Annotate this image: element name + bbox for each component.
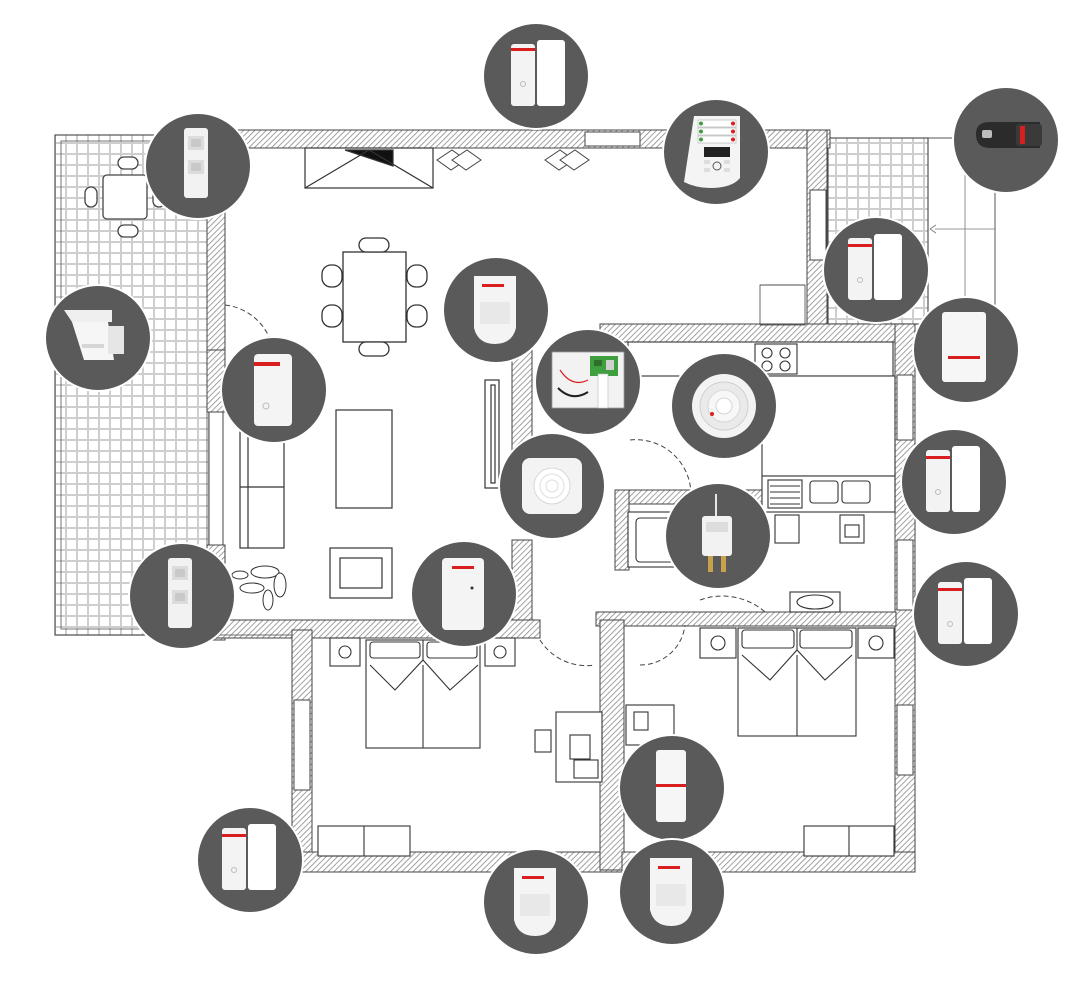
curtain-detector-icon — [184, 128, 208, 198]
dining-table — [321, 237, 428, 357]
door-window-contact-icon — [222, 824, 276, 890]
outdoor-curtain-detector-terrace[interactable] — [146, 114, 250, 218]
slim-detector-icon — [656, 750, 686, 822]
motion-detector-icon — [474, 276, 516, 344]
outdoor-siren-wall[interactable] — [954, 88, 1058, 192]
door-window-contact-icon — [254, 354, 292, 426]
indoor-siren-icon — [522, 458, 582, 514]
motion-detector-icon — [514, 868, 556, 936]
control-panel[interactable] — [536, 330, 640, 434]
door-window-contact-bathroom[interactable] — [914, 562, 1018, 666]
door-window-contact-icon — [511, 40, 565, 106]
bedroom-left-furniture — [317, 637, 603, 857]
keypad-icon — [684, 116, 740, 188]
plant — [231, 565, 287, 611]
wall-lamps — [436, 149, 590, 171]
door-window-contact-icon — [848, 234, 902, 300]
motion-detector-bedroom-left[interactable] — [484, 850, 588, 954]
outdoor-detector-icon — [64, 310, 124, 360]
windows — [208, 131, 914, 791]
curtain-detector-living[interactable] — [130, 544, 234, 648]
door-window-contact-living[interactable] — [222, 338, 326, 442]
indoor-siren[interactable] — [500, 434, 604, 538]
motion-detector-icon — [442, 558, 484, 630]
outdoor-siren[interactable] — [914, 298, 1018, 402]
control-panel-icon — [551, 351, 625, 409]
wall-siren-icon — [976, 122, 1042, 148]
fireplace — [304, 147, 434, 189]
door-window-contact-top[interactable] — [484, 24, 588, 128]
motion-detector-living[interactable] — [444, 258, 548, 362]
motion-detector-icon — [650, 858, 692, 926]
door-window-contact-icon — [926, 446, 980, 512]
outdoor-motion-detector-terrace[interactable] — [46, 286, 150, 390]
door-window-contact-icon — [938, 578, 992, 644]
outdoor-siren-icon — [942, 312, 986, 382]
keypad[interactable] — [664, 100, 768, 204]
smoke-detector-icon — [692, 374, 756, 438]
motion-detector-hall[interactable] — [412, 542, 516, 646]
living-furniture — [239, 379, 500, 599]
glass-break-detector-bedroom-right[interactable] — [620, 736, 724, 840]
water-leak-sensor[interactable] — [666, 484, 770, 588]
motion-detector-bedroom-right[interactable] — [620, 840, 724, 944]
door-window-contact-bedroom-left[interactable] — [198, 808, 302, 912]
leak-sensor-icon — [702, 494, 732, 572]
smoke-detector[interactable] — [672, 354, 776, 458]
door-window-contact-right-terrace[interactable] — [824, 218, 928, 322]
kitchen-units — [627, 341, 896, 513]
door-window-contact-kitchen[interactable] — [902, 430, 1006, 534]
curtain-detector-icon — [168, 558, 192, 628]
bedroom-right-furniture — [625, 627, 895, 857]
